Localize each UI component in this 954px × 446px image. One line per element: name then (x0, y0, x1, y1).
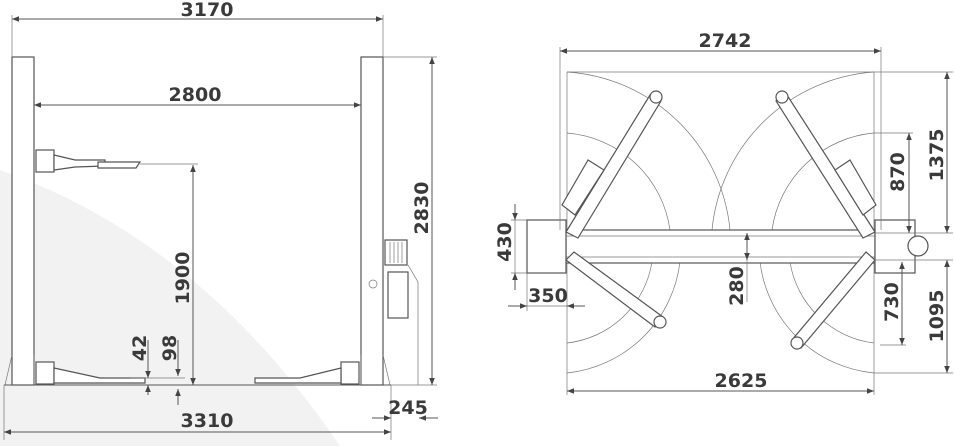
dim-2742: 2742 (699, 30, 752, 52)
dim-350: 350 (528, 285, 568, 307)
raised-arm (35, 149, 142, 173)
right-post (360, 56, 384, 386)
dim-3170: 3170 (181, 0, 234, 21)
motor-top (907, 235, 929, 257)
dim-2625: 2625 (715, 370, 768, 392)
dim-245: 245 (388, 397, 428, 419)
dim-98: 98 (159, 335, 181, 361)
left-column-base (526, 219, 567, 274)
dim-1375: 1375 (926, 129, 948, 182)
dim-3310: 3310 (181, 410, 234, 432)
dim-1900: 1900 (172, 252, 194, 305)
dim-1095: 1095 (926, 290, 948, 343)
front-view: 3170 2800 1900 42 98 2830 3310 245 (3, 0, 438, 440)
top-view: 2742 2625 1375 1095 870 730 280 430 350 (494, 30, 953, 395)
dim-280: 280 (726, 266, 748, 306)
dim-2800: 2800 (169, 84, 222, 106)
floor-plate-beam (565, 229, 876, 264)
motor-unit (368, 239, 419, 385)
dim-2830: 2830 (411, 182, 433, 235)
swing-arms (561, 90, 877, 350)
lowered-arms (35, 361, 360, 385)
dim-430: 430 (494, 222, 516, 262)
dim-42: 42 (129, 335, 151, 361)
left-post (11, 56, 35, 386)
dim-730: 730 (881, 282, 903, 322)
background-shade (0, 170, 340, 446)
dim-870: 870 (887, 152, 909, 192)
